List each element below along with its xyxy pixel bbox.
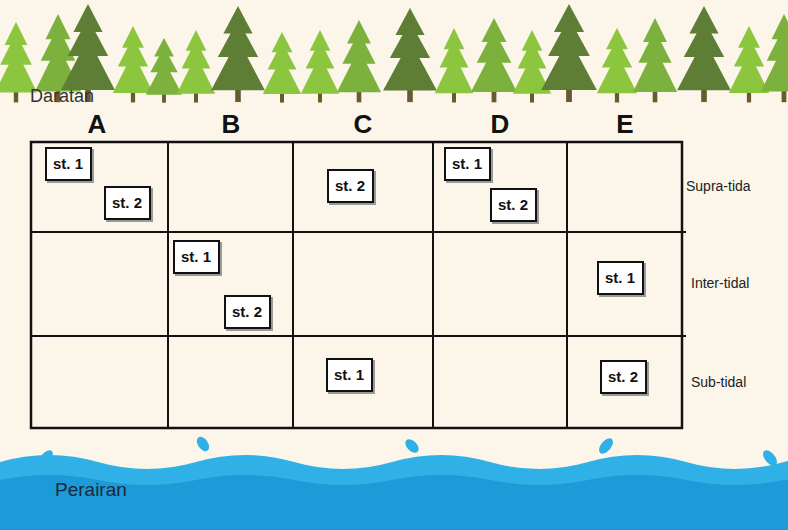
station-label: st. 1 xyxy=(181,248,212,266)
station-box: st. 1 xyxy=(45,147,92,181)
station-box: st. 1 xyxy=(326,358,373,392)
station-label: st. 2 xyxy=(608,368,639,386)
column-letter: D xyxy=(491,109,510,140)
tree-row xyxy=(0,4,788,103)
region-label: Daratan xyxy=(30,86,94,107)
grid xyxy=(31,142,686,428)
zone-label: Supra-tida xyxy=(686,178,751,194)
station-box: st. 2 xyxy=(490,188,537,222)
station-label: st. 2 xyxy=(112,194,143,212)
station-box: st. 2 xyxy=(224,295,271,329)
zone-label: Sub-tidal xyxy=(691,374,746,390)
station-box: st. 2 xyxy=(104,186,151,220)
station-box: st. 1 xyxy=(444,147,491,181)
station-label: st. 1 xyxy=(53,155,84,173)
region-label: Perairan xyxy=(55,479,127,501)
column-letter: B xyxy=(222,109,241,140)
station-label: st. 1 xyxy=(452,155,483,173)
station-label: st. 2 xyxy=(335,177,366,195)
station-label: st. 1 xyxy=(605,269,636,287)
water xyxy=(0,435,788,530)
station-box: st. 2 xyxy=(600,360,647,394)
station-label: st. 2 xyxy=(232,303,263,321)
column-letter: A xyxy=(88,109,107,140)
column-letter: C xyxy=(354,109,373,140)
station-label: st. 2 xyxy=(498,196,529,214)
station-box: st. 1 xyxy=(173,240,220,274)
station-label: st. 1 xyxy=(334,366,365,384)
column-letter: E xyxy=(616,109,633,140)
station-box: st. 1 xyxy=(597,261,644,295)
station-box: st. 2 xyxy=(327,169,374,203)
zone-label: Inter-tidal xyxy=(691,275,749,291)
